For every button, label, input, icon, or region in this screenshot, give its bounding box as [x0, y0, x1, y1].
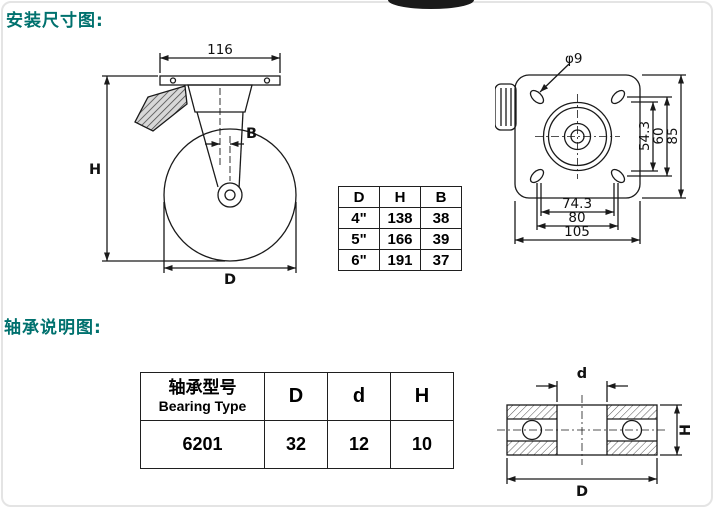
dim-plate-width-label: 116: [207, 42, 233, 58]
bearing-cross-section-drawing: d H D: [497, 366, 694, 500]
dim-hole-diameter-label: φ9: [565, 51, 583, 67]
dim-horizontal-holes-label: 80: [568, 210, 585, 226]
bearing-type-header: 轴承型号 Bearing Type: [140, 372, 265, 421]
dim-horizontal-outer-label: 105: [564, 224, 590, 240]
bearing-table-value-row: 6201 32 12 10: [140, 420, 454, 469]
dim-vertical-outer-label: 85: [665, 127, 681, 144]
mounting-plate-top-view-drawing: φ9 54.3 60 85 74.3 80 105: [495, 51, 686, 244]
section-title-installation: 安装尺寸图:: [6, 11, 104, 31]
bearing-header-h: H: [390, 372, 454, 421]
bearing-type-header-cn: 轴承型号: [168, 377, 237, 397]
dim-outer-d-label: D: [576, 484, 588, 500]
table-cell: 32: [264, 420, 328, 469]
table-cell: 12: [327, 420, 391, 469]
bearing-header-d-bore: d: [327, 372, 391, 421]
size-table-header-row: D H B: [338, 186, 462, 208]
table-cell: 4": [338, 207, 380, 229]
bolt-slot: [610, 168, 626, 184]
bolt-slot: [529, 168, 545, 184]
size-table-row: 6" 191 37: [338, 249, 462, 271]
dim-vertical-inner-label: 54.3: [637, 121, 653, 151]
bearing-type-header-en: Bearing Type: [158, 398, 247, 415]
decorative-arc: [388, 0, 474, 9]
table-cell: 37: [420, 249, 462, 271]
size-table: D H B 4" 138 38 5" 166 39 6" 191 37: [338, 186, 462, 271]
caster-side-view-drawing: 116 B H D: [89, 42, 297, 288]
table-cell: 166: [379, 228, 421, 250]
table-cell: 191: [379, 249, 421, 271]
table-cell: 39: [420, 228, 462, 250]
dim-vertical-holes-label: 60: [651, 127, 667, 144]
table-cell: 10: [390, 420, 454, 469]
dim-horizontal-inner-label: 74.3: [562, 196, 592, 212]
bearing-table-header-row: 轴承型号 Bearing Type D d H: [140, 372, 454, 421]
size-table-row: 5" 166 39: [338, 228, 462, 250]
wheel: [163, 128, 297, 262]
bearing-header-d-outer: D: [264, 372, 328, 421]
table-cell: 6201: [140, 420, 265, 469]
plate-body: [514, 74, 641, 199]
bolt-slot: [610, 89, 626, 105]
caster-top-plate: [159, 75, 281, 86]
table-cell: 138: [379, 207, 421, 229]
brake-pedal: [134, 85, 188, 132]
brake-pedal-top: [495, 83, 517, 131]
bolt-slot: [529, 89, 545, 105]
swivel-housing: [187, 84, 253, 113]
table-cell: 6": [338, 249, 380, 271]
size-table-header-b: B: [420, 186, 462, 208]
size-table-row: 4" 138 38: [338, 207, 462, 229]
dim-bore-d-label: d: [577, 366, 587, 382]
table-cell: 5": [338, 228, 380, 250]
dim-offset-b-label: B: [246, 126, 257, 142]
size-table-header-d: D: [338, 186, 380, 208]
dim-height-h-label: H: [678, 424, 694, 436]
section-title-bearing: 轴承说明图:: [4, 318, 102, 338]
dim-height-h-label: H: [89, 162, 101, 178]
size-table-header-h: H: [379, 186, 421, 208]
bearing-table: 轴承型号 Bearing Type D d H 6201 32 12 10: [140, 372, 454, 469]
dim-diameter-d-label: D: [224, 272, 236, 288]
table-cell: 38: [420, 207, 462, 229]
